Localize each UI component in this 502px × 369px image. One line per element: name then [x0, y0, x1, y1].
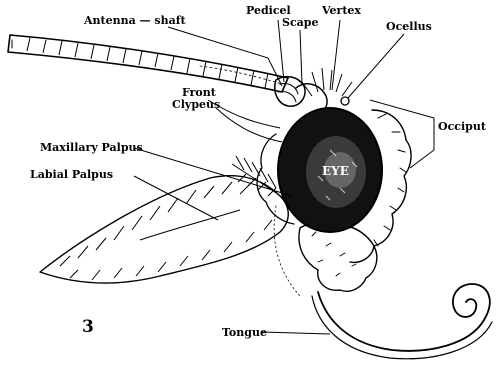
labial-palpus-label: Labial Palpus: [30, 168, 113, 181]
occiput-label: Occiput: [438, 120, 487, 133]
figure-number: 3: [82, 317, 94, 337]
ocellus-label: Ocellus: [386, 20, 432, 33]
antenna-shaft: [8, 35, 288, 92]
tongue: [312, 284, 492, 359]
lower-head: [299, 223, 377, 292]
clypeus-label: Clypeus: [172, 98, 220, 111]
ocellus: [341, 97, 349, 105]
compound-eye: EYE: [278, 108, 382, 232]
eye-label: EYE: [322, 164, 349, 178]
vertex-label: Vertex: [321, 4, 361, 17]
tongue-label: Tongue: [222, 326, 267, 339]
maxillary-palpus-label: Maxillary Palpus: [40, 141, 143, 154]
antenna-shaft-label: Antenna — shaft: [83, 14, 186, 27]
vertex-hairs: [302, 68, 352, 96]
scape-label: Scape: [282, 16, 318, 29]
